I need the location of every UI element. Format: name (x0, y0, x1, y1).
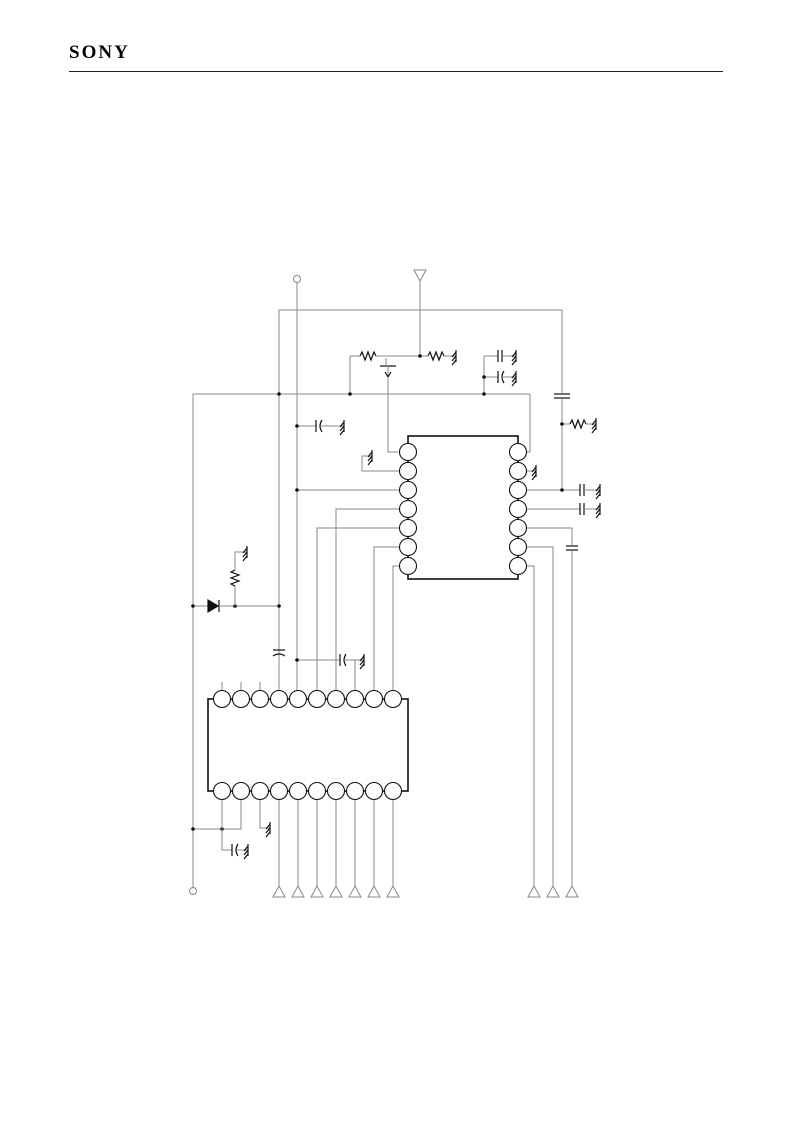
transistor (380, 358, 396, 379)
input-resistor-network (349, 350, 457, 394)
power-supply-terminal (293, 275, 301, 700)
sony-logo: SONY (69, 42, 130, 63)
coupling-capacitor-lower-left (272, 649, 286, 657)
bias-resistor-left (229, 546, 248, 606)
lower-ic-bottom-pins (212, 781, 403, 801)
upper-ic-right-pins (508, 442, 528, 576)
antenna-input-terminal (413, 269, 427, 356)
decoupling-capacitors-top (482, 350, 517, 394)
lower-ic (207, 698, 409, 792)
output-terminals-left (272, 884, 400, 898)
ground-terminal (189, 887, 197, 895)
upper-ic-left-pins (398, 442, 418, 576)
resistor-right (560, 418, 597, 434)
lower-ic-top-pins (212, 689, 403, 709)
coupling-capacitor-right (554, 393, 570, 399)
coupling-capacitor-lower-mid (295, 653, 365, 692)
bypass-capacitor-upper (295, 419, 345, 436)
lower-ic-output-lines (278, 800, 394, 886)
upper-ic (407, 435, 519, 580)
diode (191, 598, 281, 614)
header-rule (69, 71, 723, 72)
output-terminals-right (527, 884, 579, 898)
